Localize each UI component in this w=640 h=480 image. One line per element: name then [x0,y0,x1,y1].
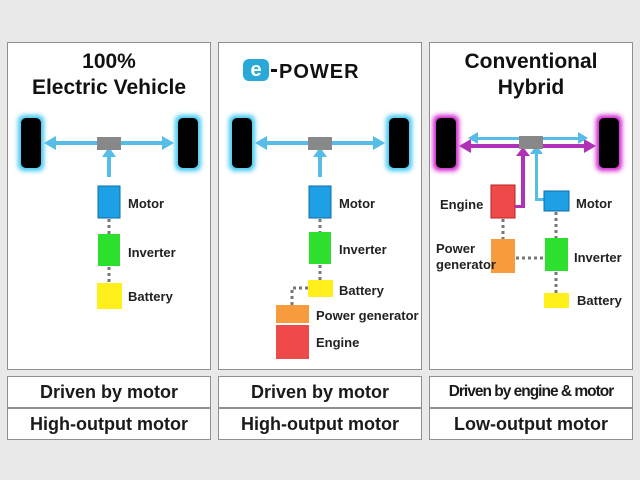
battery-block [308,280,333,297]
battery-block [544,293,569,308]
battery-label: Battery [577,293,622,308]
engine-label: Engine [316,335,360,350]
caption-drive-type: Driven by engine & motor [429,376,633,408]
panel-title-line2: Electric Vehicle [31,76,187,99]
caption-motor-output: High-output motor [218,408,422,440]
right-wheel [596,115,622,171]
battery-label: Battery [339,283,384,298]
power-generator-block [276,305,309,323]
motor-block [543,190,570,212]
left-wheel [433,115,459,171]
inverter-block [309,232,331,264]
motor-block [97,185,121,219]
panel-electric-vehicle: 100% Electric Vehicle [7,42,211,370]
caption-drive-type: Driven by motor [7,376,211,408]
engine-block [490,184,516,219]
panel-conventional-hybrid: Conventional Hybrid [429,42,633,370]
gear-box [308,137,332,150]
motor-label: Motor [576,196,613,211]
gear-box [519,136,543,149]
caption-motor-output: Low-output motor [429,408,633,440]
gear-box [97,137,121,150]
power-generator-label: Power [436,241,476,256]
engine-label: Engine [440,197,484,212]
panel-title-line1: Conventional [464,50,598,73]
inverter-block [98,234,120,266]
panel-title-line2: Hybrid [497,76,565,99]
svg-text:e: e [250,59,261,81]
right-wheel [175,115,201,171]
power-generator-label: generator [436,257,496,272]
left-wheel [229,115,255,171]
caption-motor-output: High-output motor [7,408,211,440]
logo-text: POWER [279,61,360,83]
inverter-block [545,238,568,271]
e-power-drivetrain-diagram: e POWER [229,59,412,359]
left-wheel [18,115,44,171]
ev-drivetrain-diagram [18,115,201,309]
inverter-label: Inverter [339,242,387,257]
e-power-logo: e POWER [243,59,360,83]
power-generator-label: Power generator [316,308,419,323]
motor-block [308,185,332,219]
engine-block [276,325,309,359]
panel-e-power: e POWER Motor Inverter Battery [218,42,422,370]
battery-label: Battery [128,289,173,304]
battery-block [97,283,122,309]
connector-line [290,286,308,305]
inverter-label: Inverter [574,250,622,265]
panel-title-line1: 100% [82,50,136,73]
inverter-label: Inverter [128,245,176,260]
power-generator-block [491,239,515,273]
engine-link [515,205,523,208]
caption-drive-type: Driven by motor [218,376,422,408]
motor-label: Motor [128,196,165,211]
hybrid-drivetrain-diagram [433,115,622,308]
motor-label: Motor [339,196,376,211]
right-wheel [386,115,412,171]
